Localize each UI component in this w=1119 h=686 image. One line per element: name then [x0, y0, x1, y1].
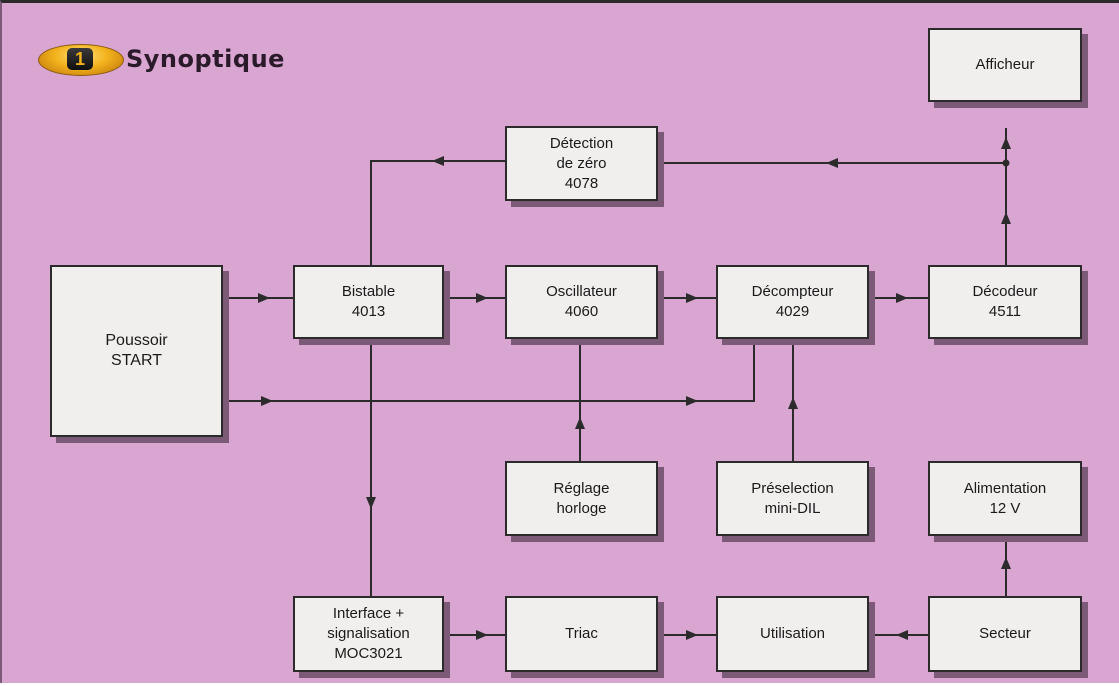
junction-dot: [1002, 159, 1010, 167]
block-preselection: Préselection mini-DIL: [716, 461, 869, 536]
interface-line2: signalisation: [327, 625, 410, 642]
reglage-line1: Réglage: [553, 479, 610, 497]
detection-line3: 4078: [564, 174, 599, 192]
block-triac: Triac: [505, 596, 658, 672]
reglage-line2: horloge: [556, 499, 607, 517]
utilisation-label: Utilisation: [759, 625, 826, 642]
interface-line3: MOC3021: [334, 645, 403, 662]
block-afficheur: Afficheur: [928, 28, 1082, 102]
preselection-line1: Préselection: [751, 479, 834, 497]
block-bistable: Bistable 4013: [293, 265, 444, 339]
oscillateur-line2: 4060: [564, 303, 599, 320]
triac-label: Triac: [565, 625, 598, 642]
block-interface: Interface + signalisation MOC3021: [293, 596, 444, 672]
block-reglage-horloge: Réglage horloge: [505, 461, 658, 536]
figure-number-badge: 1: [38, 44, 124, 76]
block-secteur: Secteur: [928, 596, 1082, 672]
decompteur-line2: 4029: [775, 303, 810, 320]
interface-line1: Interface +: [332, 605, 405, 622]
wire-poussoir-decompteur-c: [692, 339, 755, 402]
block-oscillateur: Oscillateur 4060: [505, 265, 658, 339]
block-alimentation: Alimentation 12 V: [928, 461, 1082, 536]
detection-line2: de zéro: [556, 154, 607, 172]
block-utilisation: Utilisation: [716, 596, 869, 672]
block-poussoir-start: Poussoir START: [50, 265, 223, 437]
alimentation-line1: Alimentation: [963, 479, 1047, 497]
bistable-line2: 4013: [351, 303, 386, 320]
detection-line1: Détection: [549, 134, 614, 152]
alimentation-line2: 12 V: [989, 499, 1021, 517]
poussoir-line1: Poussoir: [105, 332, 168, 349]
decodeur-line2: 4511: [988, 303, 1022, 320]
figure-title: Synoptique: [126, 45, 285, 73]
poussoir-line2: START: [111, 352, 162, 369]
figure-header: 1 Synoptique: [38, 41, 285, 77]
decompteur-line1: Décompteur: [751, 283, 834, 300]
figure-number: 1: [67, 48, 93, 70]
block-decodeur: Décodeur 4511: [928, 265, 1082, 339]
preselection-line2: mini-DIL: [764, 499, 821, 517]
secteur-label: Secteur: [979, 625, 1031, 642]
oscillateur-line1: Oscillateur: [546, 283, 617, 300]
connection-wires: [223, 128, 1011, 640]
block-detection-zero: Détection de zéro 4078: [505, 126, 658, 201]
wire-detection-bistable-tail: [370, 160, 438, 265]
afficheur-label: Afficheur: [975, 56, 1035, 73]
decodeur-line1: Décodeur: [972, 283, 1038, 300]
block-decompteur: Décompteur 4029: [716, 265, 869, 339]
bistable-line1: Bistable: [341, 283, 396, 300]
